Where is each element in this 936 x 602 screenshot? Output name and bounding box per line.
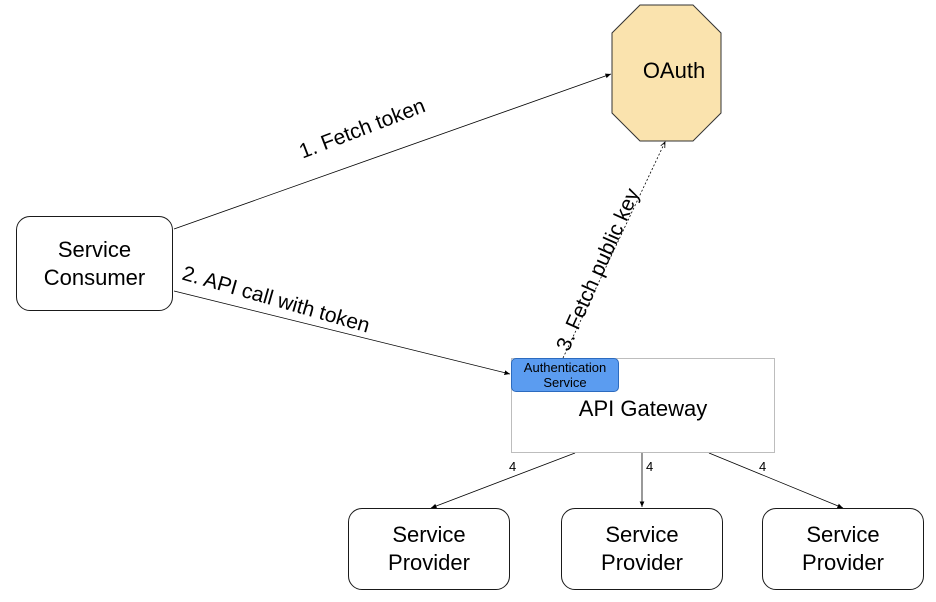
oauth-node-label: OAuth — [642, 58, 706, 83]
edge-label-step-4: 4 — [509, 459, 517, 474]
service-provider-node: Service Provider — [561, 508, 723, 590]
api-gateway-node: API Gateway — [511, 358, 775, 453]
service-provider-label: Service Provider — [388, 522, 470, 575]
edge-fetch-token — [173, 73, 612, 230]
oauth-node-shape — [611, 4, 722, 142]
edge-provider-3 — [708, 452, 844, 509]
service-provider-node: Service Provider — [762, 508, 924, 590]
service-provider-node: Service Provider — [348, 508, 510, 590]
edge-provider-1 — [430, 452, 576, 509]
service-consumer-node: Service Consumer — [16, 216, 173, 311]
authentication-service-node: Authentication Service — [511, 358, 619, 392]
service-consumer-label: Service Consumer — [43, 236, 146, 290]
service-provider-label: Service Provider — [601, 522, 683, 575]
edge-api-call — [173, 290, 511, 375]
edge-label-step-4: 4 — [759, 459, 767, 474]
edge-label-step-4: 4 — [646, 459, 654, 474]
service-provider-label: Service Provider — [802, 522, 884, 575]
api-gateway-label: API Gateway — [578, 396, 708, 421]
